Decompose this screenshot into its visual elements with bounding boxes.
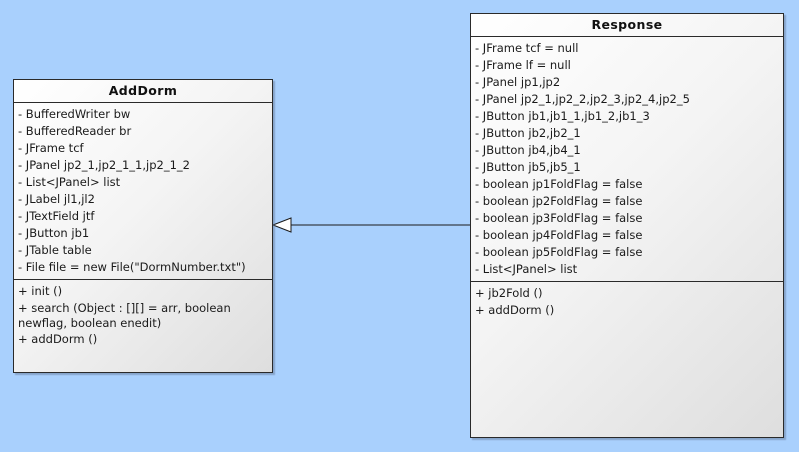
attribute-line: - JFrame lf = null: [475, 58, 571, 72]
attribute-line: - JFrame tcf = null: [475, 41, 579, 55]
method-line: + jb2Fold (): [475, 286, 543, 300]
attribute-line: - JTextField jtf: [18, 209, 95, 223]
attributes-compartment-adddorm: - BufferedWriter bw - BufferedReader br …: [14, 103, 272, 280]
attribute-line: - JFrame tcf: [18, 141, 84, 155]
attribute-line: - JPanel jp2_1,jp2_2,jp2_3,jp2_4,jp2_5: [475, 92, 690, 106]
attribute-line: - JPanel jp1,jp2: [475, 75, 561, 89]
attribute-line: - JButton jb5,jb5_1: [475, 160, 581, 174]
attribute-line: - JButton jb4,jb4_1: [475, 143, 581, 157]
class-name-response: Response: [471, 14, 783, 37]
generalization-arrowhead: [271, 217, 292, 233]
method-line: + init (): [18, 284, 63, 298]
method-line: + addDorm (): [475, 303, 555, 317]
attribute-line: - JButton jb1: [18, 226, 90, 240]
attribute-line: - boolean jp4FoldFlag = false: [475, 228, 643, 242]
attribute-line: - boolean jp1FoldFlag = false: [475, 177, 643, 191]
attribute-line: - JLabel jl1,jl2: [18, 192, 95, 206]
class-box-response[interactable]: Response - JFrame tcf = null - JFrame lf…: [470, 13, 784, 438]
attribute-line: - List<JPanel> list: [475, 262, 578, 276]
attribute-line: - boolean jp3FoldFlag = false: [475, 211, 643, 225]
method-line: + addDorm (): [18, 332, 98, 346]
method-line: + search (Object : [][] = arr, boolean n…: [18, 301, 231, 330]
attribute-line: - List<JPanel> list: [18, 175, 121, 189]
attribute-line: - JTable table: [18, 243, 92, 257]
class-box-adddorm[interactable]: AddDorm - BufferedWriter bw - BufferedRe…: [13, 79, 273, 373]
methods-compartment-response: + jb2Fold () + addDorm (): [471, 282, 783, 322]
attribute-line: - boolean jp5FoldFlag = false: [475, 245, 643, 259]
attributes-compartment-response: - JFrame tcf = null - JFrame lf = null -…: [471, 37, 783, 282]
attribute-line: - JPanel jp2_1,jp2_1_1,jp2_1_2: [18, 158, 190, 172]
attribute-line: - JButton jb1,jb1_1,jb1_2,jb1_3: [475, 109, 650, 123]
attribute-line: - BufferedReader br: [18, 124, 132, 138]
class-name-adddorm: AddDorm: [14, 80, 272, 103]
methods-compartment-adddorm: + init () + search (Object : [][] = arr,…: [14, 280, 272, 351]
attribute-line: - BufferedWriter bw: [18, 107, 131, 121]
attribute-line: - File file = new File("DormNumber.txt"): [18, 260, 246, 274]
attribute-line: - boolean jp2FoldFlag = false: [475, 194, 643, 208]
attribute-line: - JButton jb2,jb2_1: [475, 126, 581, 140]
